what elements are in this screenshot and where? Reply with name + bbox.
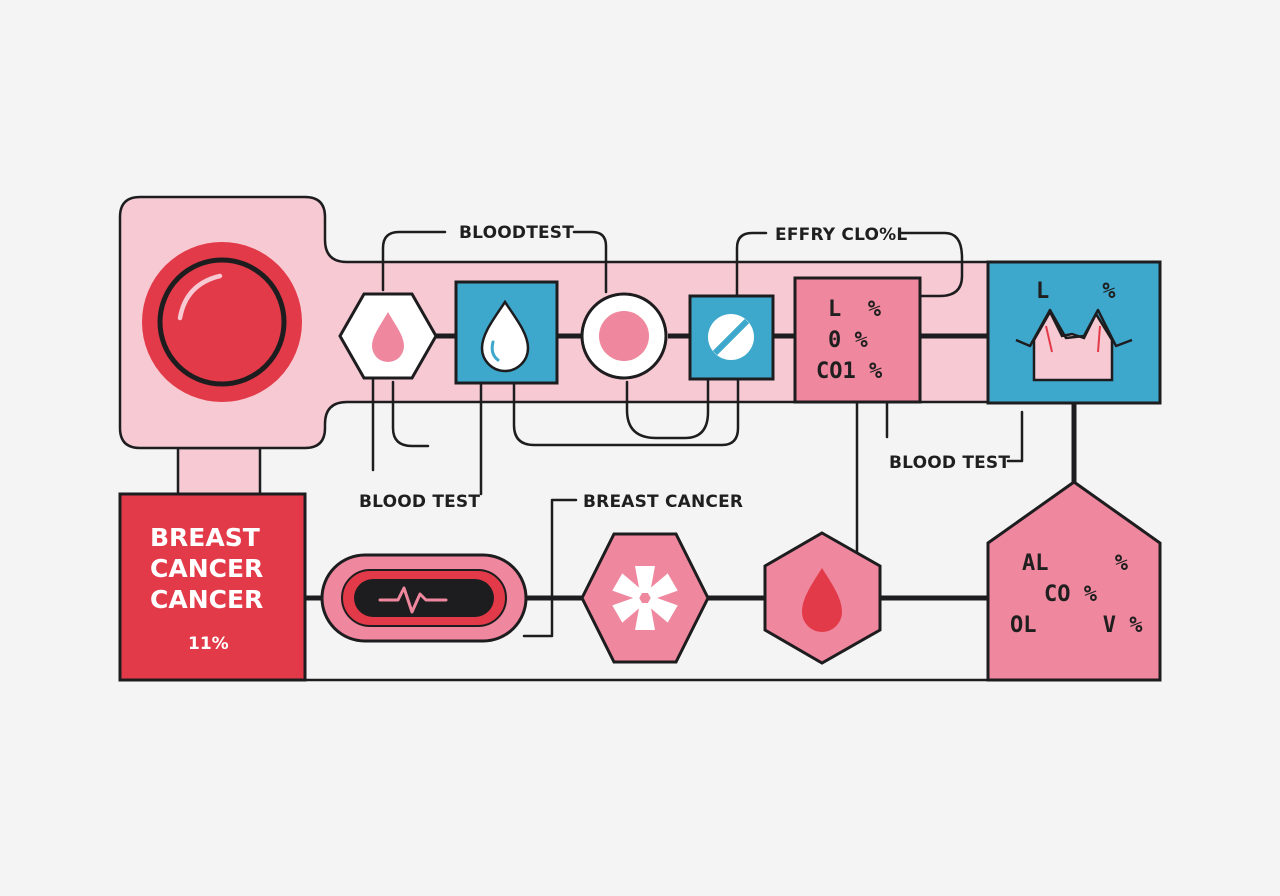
pill-icon[interactable] — [688, 294, 775, 381]
pink-panel-line-2: 0 % — [828, 328, 868, 353]
breast-cancer-box: BREAST CANCER CANCER 11% — [118, 492, 307, 682]
heartbeat-icon[interactable] — [320, 553, 528, 643]
label-effry: EFFRY CLO%L — [775, 225, 907, 245]
water-drop-icon[interactable] — [454, 280, 559, 385]
effry-bracket — [735, 231, 964, 300]
link-u-loop — [512, 378, 740, 447]
label-blood-test-left: BLOOD TEST — [359, 492, 480, 512]
circle-node-icon[interactable] — [580, 292, 668, 380]
red-drop-icon[interactable] — [763, 531, 882, 665]
blood-test-top-bracket — [381, 230, 608, 294]
target-button-icon[interactable] — [142, 242, 302, 402]
pink-panel-line-3: CO1 % — [816, 359, 883, 384]
blue-panel-text: L % — [1036, 279, 1116, 304]
red-box-line-2: CANCER — [150, 554, 263, 583]
red-box-line-3: CANCER — [150, 585, 263, 614]
pink-stats-panel: L % 0 % CO1 % — [793, 276, 922, 404]
label-blood-test-right: BLOOD TEST — [889, 453, 1010, 473]
pink-panel-line-1: L % — [828, 297, 882, 322]
pentagon-line-1: AL % — [1022, 551, 1129, 576]
panel-neck — [176, 446, 262, 497]
pentagon-stats: AL % CO % OL V % — [986, 480, 1162, 682]
flower-icon[interactable] — [580, 532, 710, 664]
link-circle-loop — [625, 378, 710, 440]
red-box-line-1: BREAST — [150, 523, 260, 552]
label-bloodtest-top: BLOODTEST — [459, 223, 574, 243]
pentagon-line-2: CO % — [1044, 582, 1098, 607]
red-box-percent: 11% — [188, 634, 229, 654]
blood-drop-icon[interactable] — [338, 292, 438, 380]
link-blood-test-right — [1006, 410, 1024, 463]
chart-icon: L % — [986, 260, 1162, 405]
label-breast-cancer: BREAST CANCER — [583, 492, 743, 512]
link-hex-bend — [391, 380, 430, 448]
link-breast-cancer — [522, 498, 578, 638]
pentagon-line-3: OL V % — [1010, 613, 1143, 638]
